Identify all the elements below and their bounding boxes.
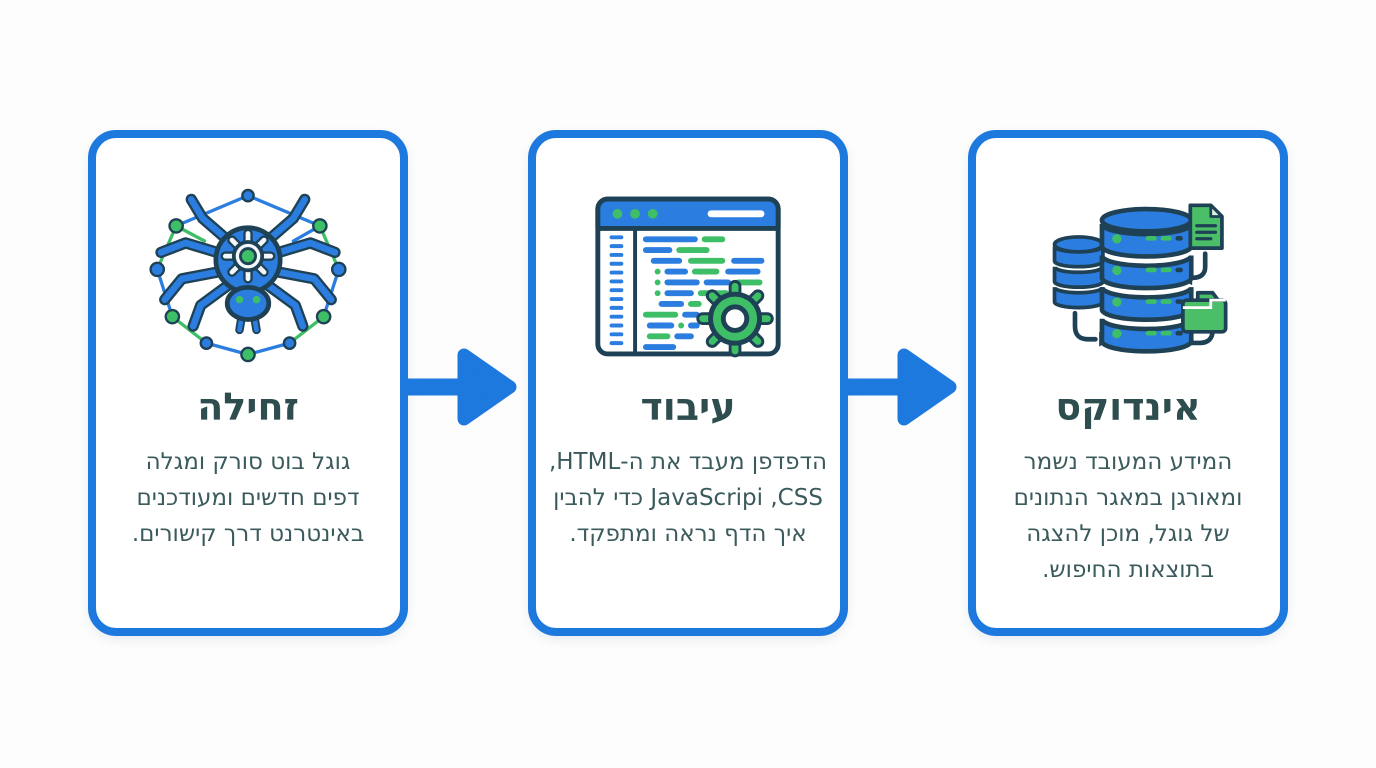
step-card-crawling: זחילה גוגל בוט סורק ומגלה דפים חדשים ומע…: [88, 130, 408, 636]
description-line: איך הדף נראה ומתפקד.: [569, 521, 807, 547]
step-description-rendering: הדפדפן מעבד את ה-HTML, JavaScripi ,CSS כ…: [542, 444, 834, 552]
step-card-indexing: אינדוקס המידע המעובד נשמר ומאורגן במאגר …: [968, 130, 1288, 636]
description-line: של גוגל, מוכן להצגה: [1026, 521, 1230, 547]
description-line: ומאורגן במאגר הנתונים: [1013, 485, 1243, 511]
spider-network-icon: [144, 182, 352, 370]
description-line: בתוצאות החיפוש.: [1042, 557, 1214, 583]
description-line: דפים חדשים ומעודכנים: [136, 485, 360, 511]
database-sync-icon: [1021, 182, 1235, 370]
browser-code-gear-icon: [595, 196, 781, 357]
description-line: גוגל בוט סורק ומגלה: [145, 449, 351, 475]
database-sync-icon: [1052, 203, 1228, 354]
step-title-crawling: זחילה: [197, 385, 299, 429]
step-description-crawling: גוגל בוט סורק ומגלה דפים חדשים ומעודכנים…: [102, 444, 394, 552]
browser-code-gear-icon: [590, 182, 786, 370]
step-title-rendering: עיבוד: [640, 385, 736, 429]
description-line: באינטרנט דרך קישורים.: [131, 521, 365, 547]
step-description-indexing: המידע המעובד נשמר ומאורגן במאגר הנתונים …: [982, 444, 1274, 588]
description-line: המידע המעובד נשמר: [1023, 449, 1233, 475]
description-line: JavaScripi ,CSS כדי להבין: [553, 485, 823, 511]
step-title-indexing: אינדוקס: [1055, 385, 1201, 429]
spider-network-icon: [149, 188, 347, 363]
step-card-rendering: עיבוד הדפדפן מעבד את ה-HTML, JavaScripi …: [528, 130, 848, 636]
right-arrow-icon: [844, 348, 957, 426]
right-arrow-icon: [404, 348, 517, 426]
description-line: הדפדפן מעבד את ה-HTML,: [548, 449, 828, 475]
